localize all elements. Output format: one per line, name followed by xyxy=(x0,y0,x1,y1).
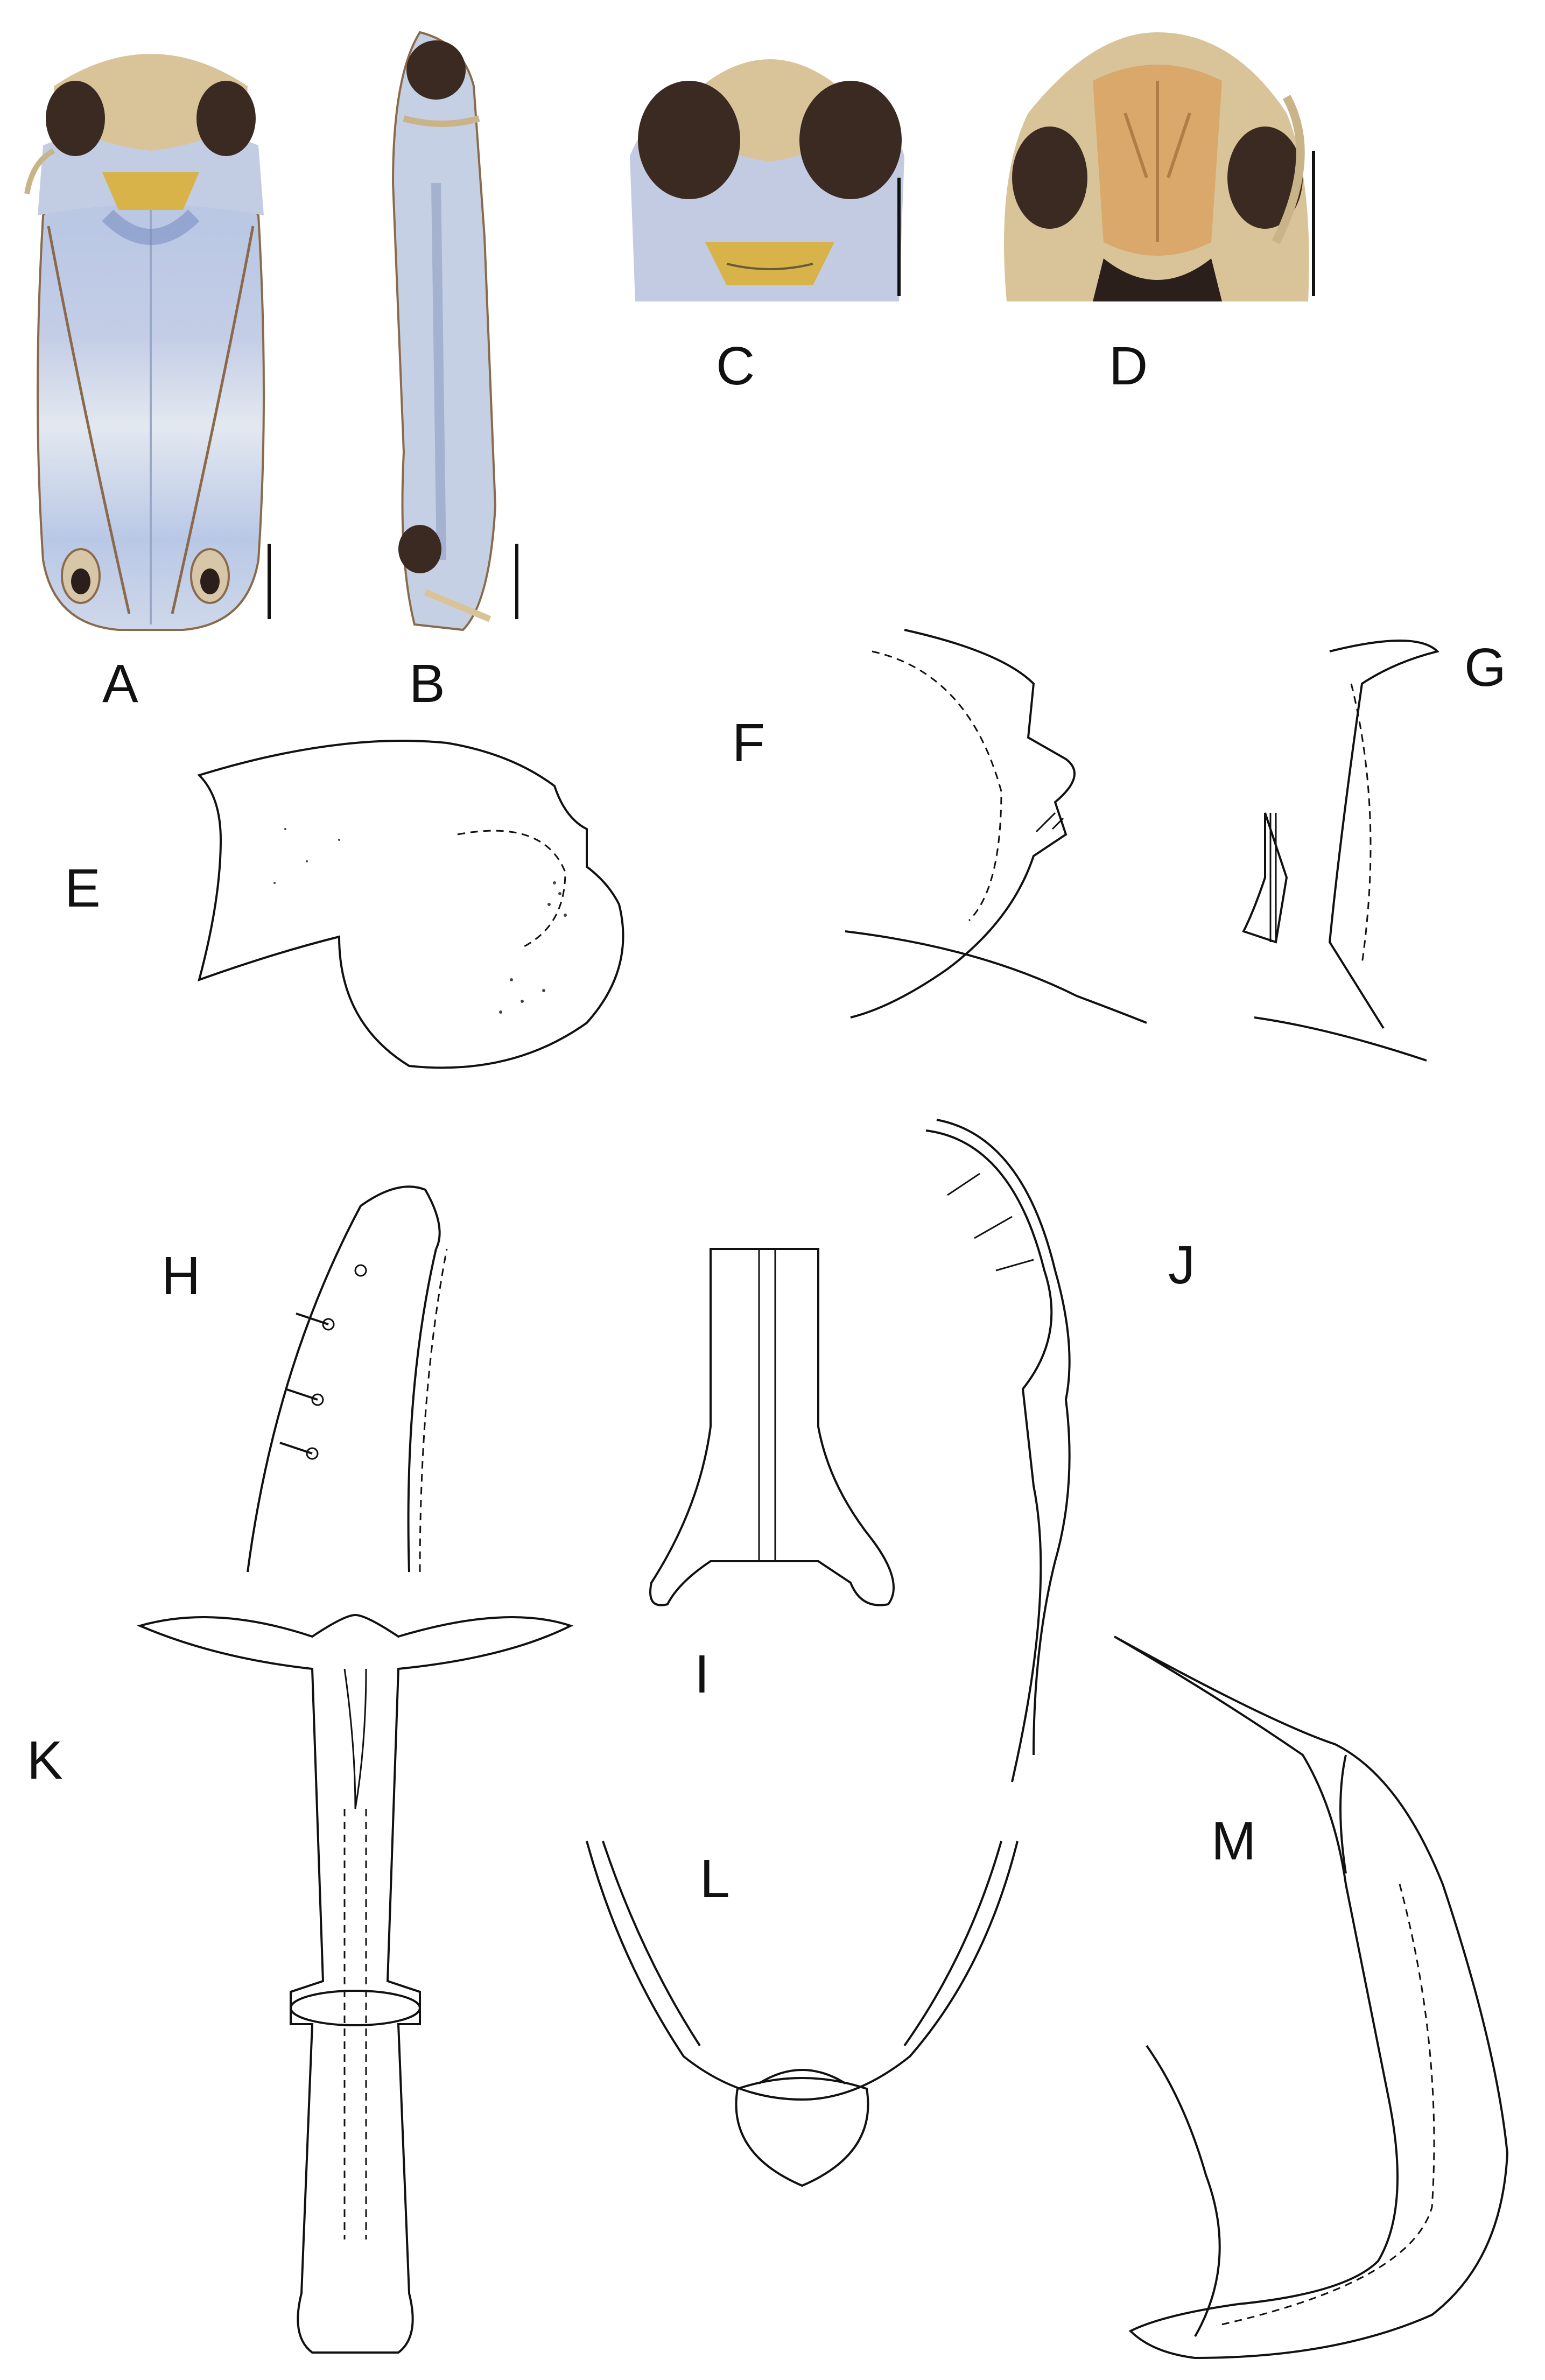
panel-label-h: H xyxy=(161,1246,201,1306)
drawing-aedeagus-dorsal xyxy=(137,1613,574,2354)
panel-label-b: B xyxy=(409,654,445,714)
panel-label-g: G xyxy=(1464,637,1506,698)
photo-lateral-habitus xyxy=(391,31,518,631)
panel-label-a: A xyxy=(102,654,138,714)
drawing-aedeagus-lateral xyxy=(1113,1635,1509,2360)
drawing-connective-dorsal xyxy=(649,1248,895,1606)
drawing-connective-lateral xyxy=(586,1841,1019,2187)
photo-face-frontal xyxy=(985,16,1330,301)
photo-dorsal-habitus xyxy=(24,54,271,631)
panel-label-l: L xyxy=(700,1849,730,1909)
panel-label-i: I xyxy=(694,1644,710,1704)
panel-label-f: F xyxy=(732,713,766,773)
panel-label-k: K xyxy=(27,1730,63,1791)
drawing-style-apex xyxy=(247,1185,448,1572)
drawing-style-lateral xyxy=(925,1119,1071,1782)
panel-label-e: E xyxy=(65,858,101,918)
panel-label-m: M xyxy=(1211,1811,1256,1871)
panel-label-j: J xyxy=(1168,1235,1195,1295)
photo-head-pronotum-dorsal xyxy=(619,16,921,301)
drawing-pygofer-lobe xyxy=(845,930,1147,1024)
drawing-connective-style-dorsal xyxy=(1242,640,1439,1062)
panel-label-c: C xyxy=(716,336,755,396)
drawing-genital-capsule-lateral xyxy=(197,740,624,1069)
drawing-pygofer-dorsal xyxy=(850,629,1076,1019)
panel-label-d: D xyxy=(1109,336,1148,396)
